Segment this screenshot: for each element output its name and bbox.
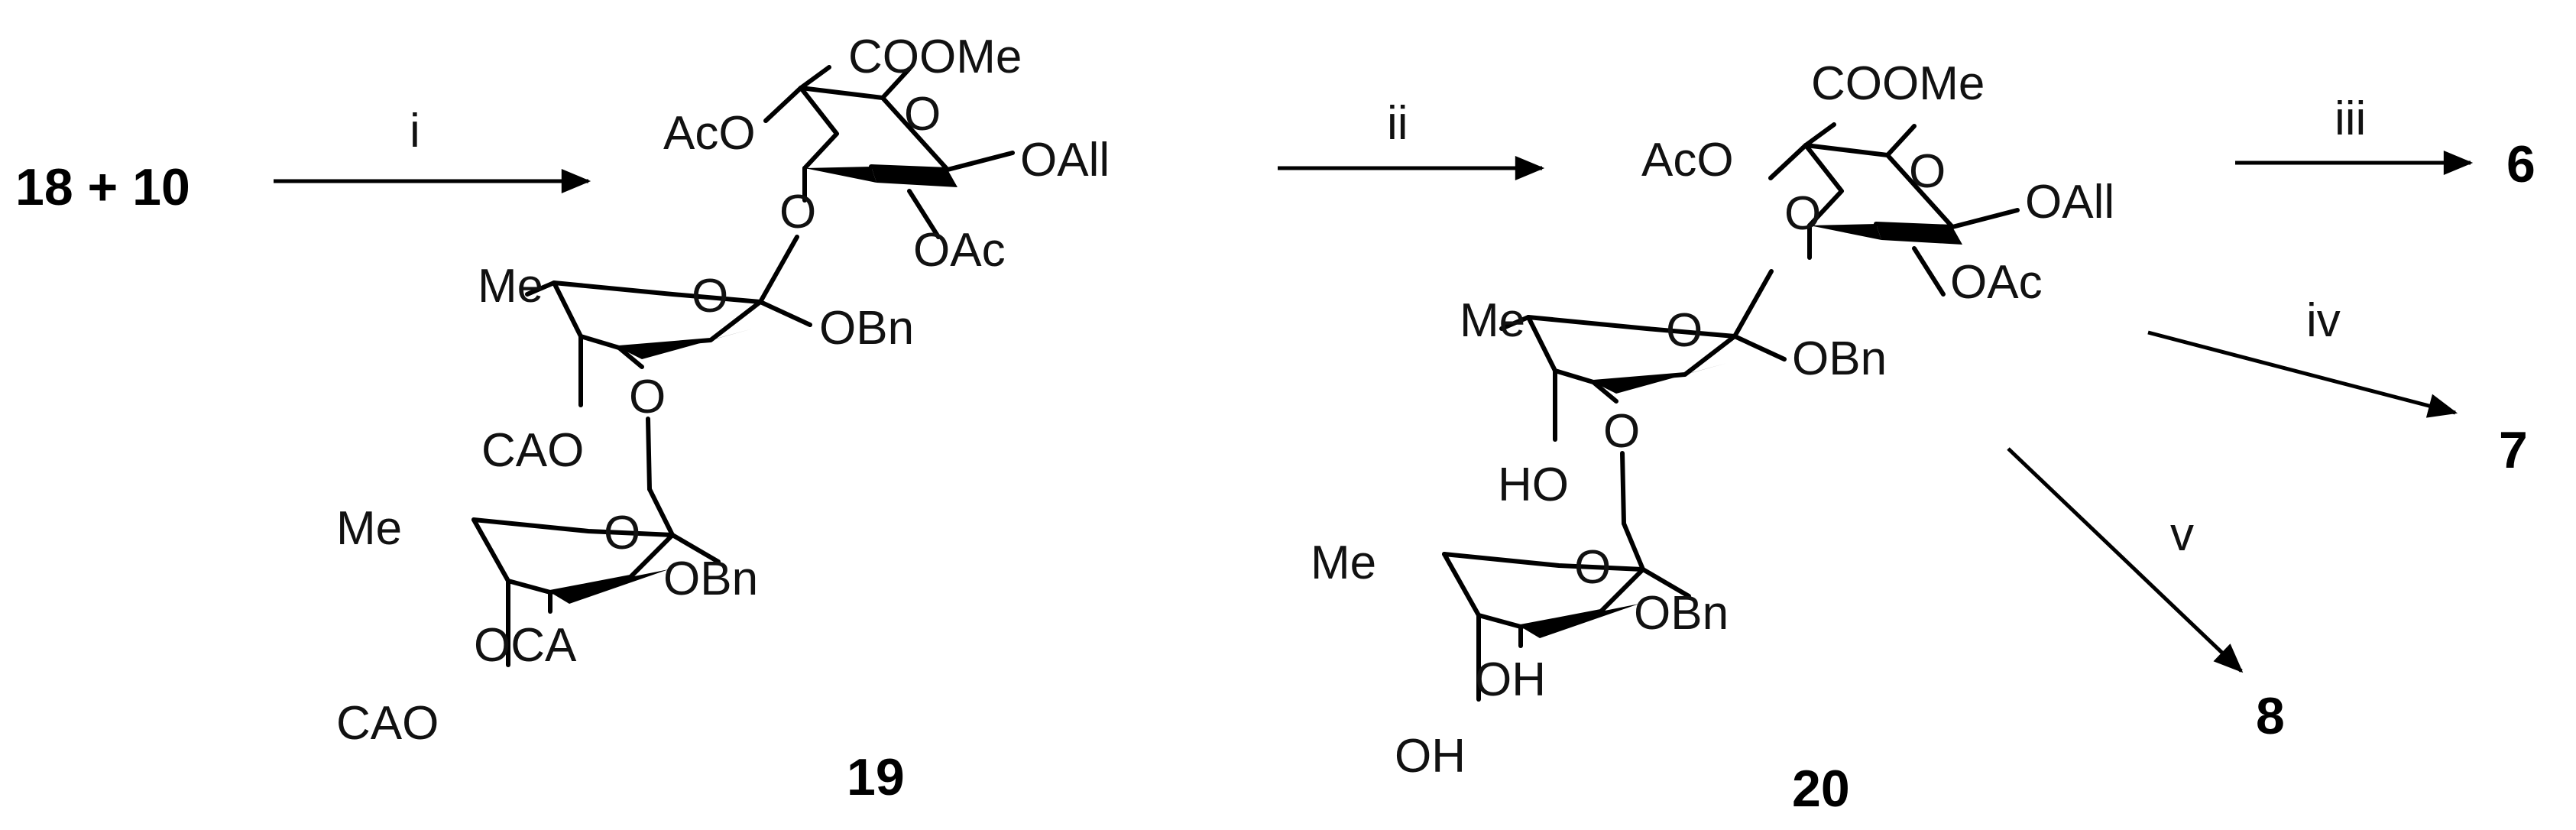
step-label-ii: ii <box>1387 97 1408 150</box>
label-ring-o: O <box>1909 145 1946 198</box>
label-oca: OCA <box>474 619 577 672</box>
ring-fucose-19: Me O OBn O CAO <box>478 235 914 491</box>
label-aco: AcO <box>663 107 756 160</box>
label-oall: OAll <box>1020 134 1110 186</box>
label-obn: OBn <box>1792 332 1887 385</box>
starting-materials: 18 + 10 <box>15 158 190 216</box>
structure-19: COOMe AcO O OAll O OAc Me O OBn O CAO <box>336 31 1110 806</box>
step-label-iii: iii <box>2335 92 2366 145</box>
arrow-iv: iv <box>2147 294 2458 418</box>
label-ring-o: O <box>1666 304 1703 357</box>
step-label-iv: iv <box>2306 294 2341 347</box>
arrow-i: i <box>274 105 591 193</box>
ring-fucose-20: Me O OBn O HO <box>1460 269 1887 526</box>
product-7: 7 <box>2499 421 2528 479</box>
label-link-o: O <box>629 371 666 423</box>
arrow-ii: ii <box>1278 97 1545 180</box>
label-link-o: O <box>1784 187 1821 240</box>
compound-number-19: 19 <box>847 748 905 806</box>
label-oac: OAc <box>1950 256 2043 309</box>
label-link-o: O <box>779 186 816 238</box>
label-ring-o: O <box>904 88 941 141</box>
label-oac: OAc <box>913 224 1006 277</box>
label-ho: HO <box>1498 459 1569 511</box>
step-label-i: i <box>410 105 420 157</box>
label-aco: AcO <box>1641 134 1734 186</box>
label-me: Me <box>478 260 543 313</box>
label-oall: OAll <box>2025 176 2114 229</box>
label-link-o: O <box>1603 405 1640 458</box>
product-6: 6 <box>2506 135 2535 193</box>
label-cao: CAO <box>336 697 439 750</box>
label-ring-o: O <box>692 270 728 323</box>
label-obn: OBn <box>1634 587 1729 640</box>
step-label-v: v <box>2170 508 2194 561</box>
label-ring-o: O <box>1574 541 1611 594</box>
label-me: Me <box>1311 537 1376 589</box>
label-coome: COOMe <box>848 31 1022 83</box>
label-oh: OH <box>1475 653 1546 706</box>
ring-glucuronate-19: COOMe AcO O OAll O OAc <box>663 31 1110 277</box>
compound-number-20: 20 <box>1792 760 1850 818</box>
label-ring-o: O <box>604 507 640 559</box>
label-cao: CAO <box>481 424 584 477</box>
label-coome: COOMe <box>1811 57 1985 110</box>
ring-fucose-terminal-19: Me O OBn OCA CAO <box>336 487 758 750</box>
label-obn: OBn <box>819 302 914 355</box>
product-8: 8 <box>2256 687 2285 745</box>
ring-glucuronate-20: COOMe AcO O OAll O OAc <box>1641 57 2114 309</box>
arrow-iii: iii <box>2235 92 2474 175</box>
label-oh: OH <box>1395 730 1466 783</box>
label-me: Me <box>1460 294 1525 347</box>
label-obn: OBn <box>663 553 758 605</box>
ring-fucose-terminal-20: Me O OBn OH OH <box>1311 521 1729 783</box>
label-me: Me <box>336 502 402 555</box>
arrow-v: v <box>2007 447 2244 673</box>
structure-20: COOMe AcO O OAll O OAc Me O OBn O HO <box>1311 57 2114 818</box>
